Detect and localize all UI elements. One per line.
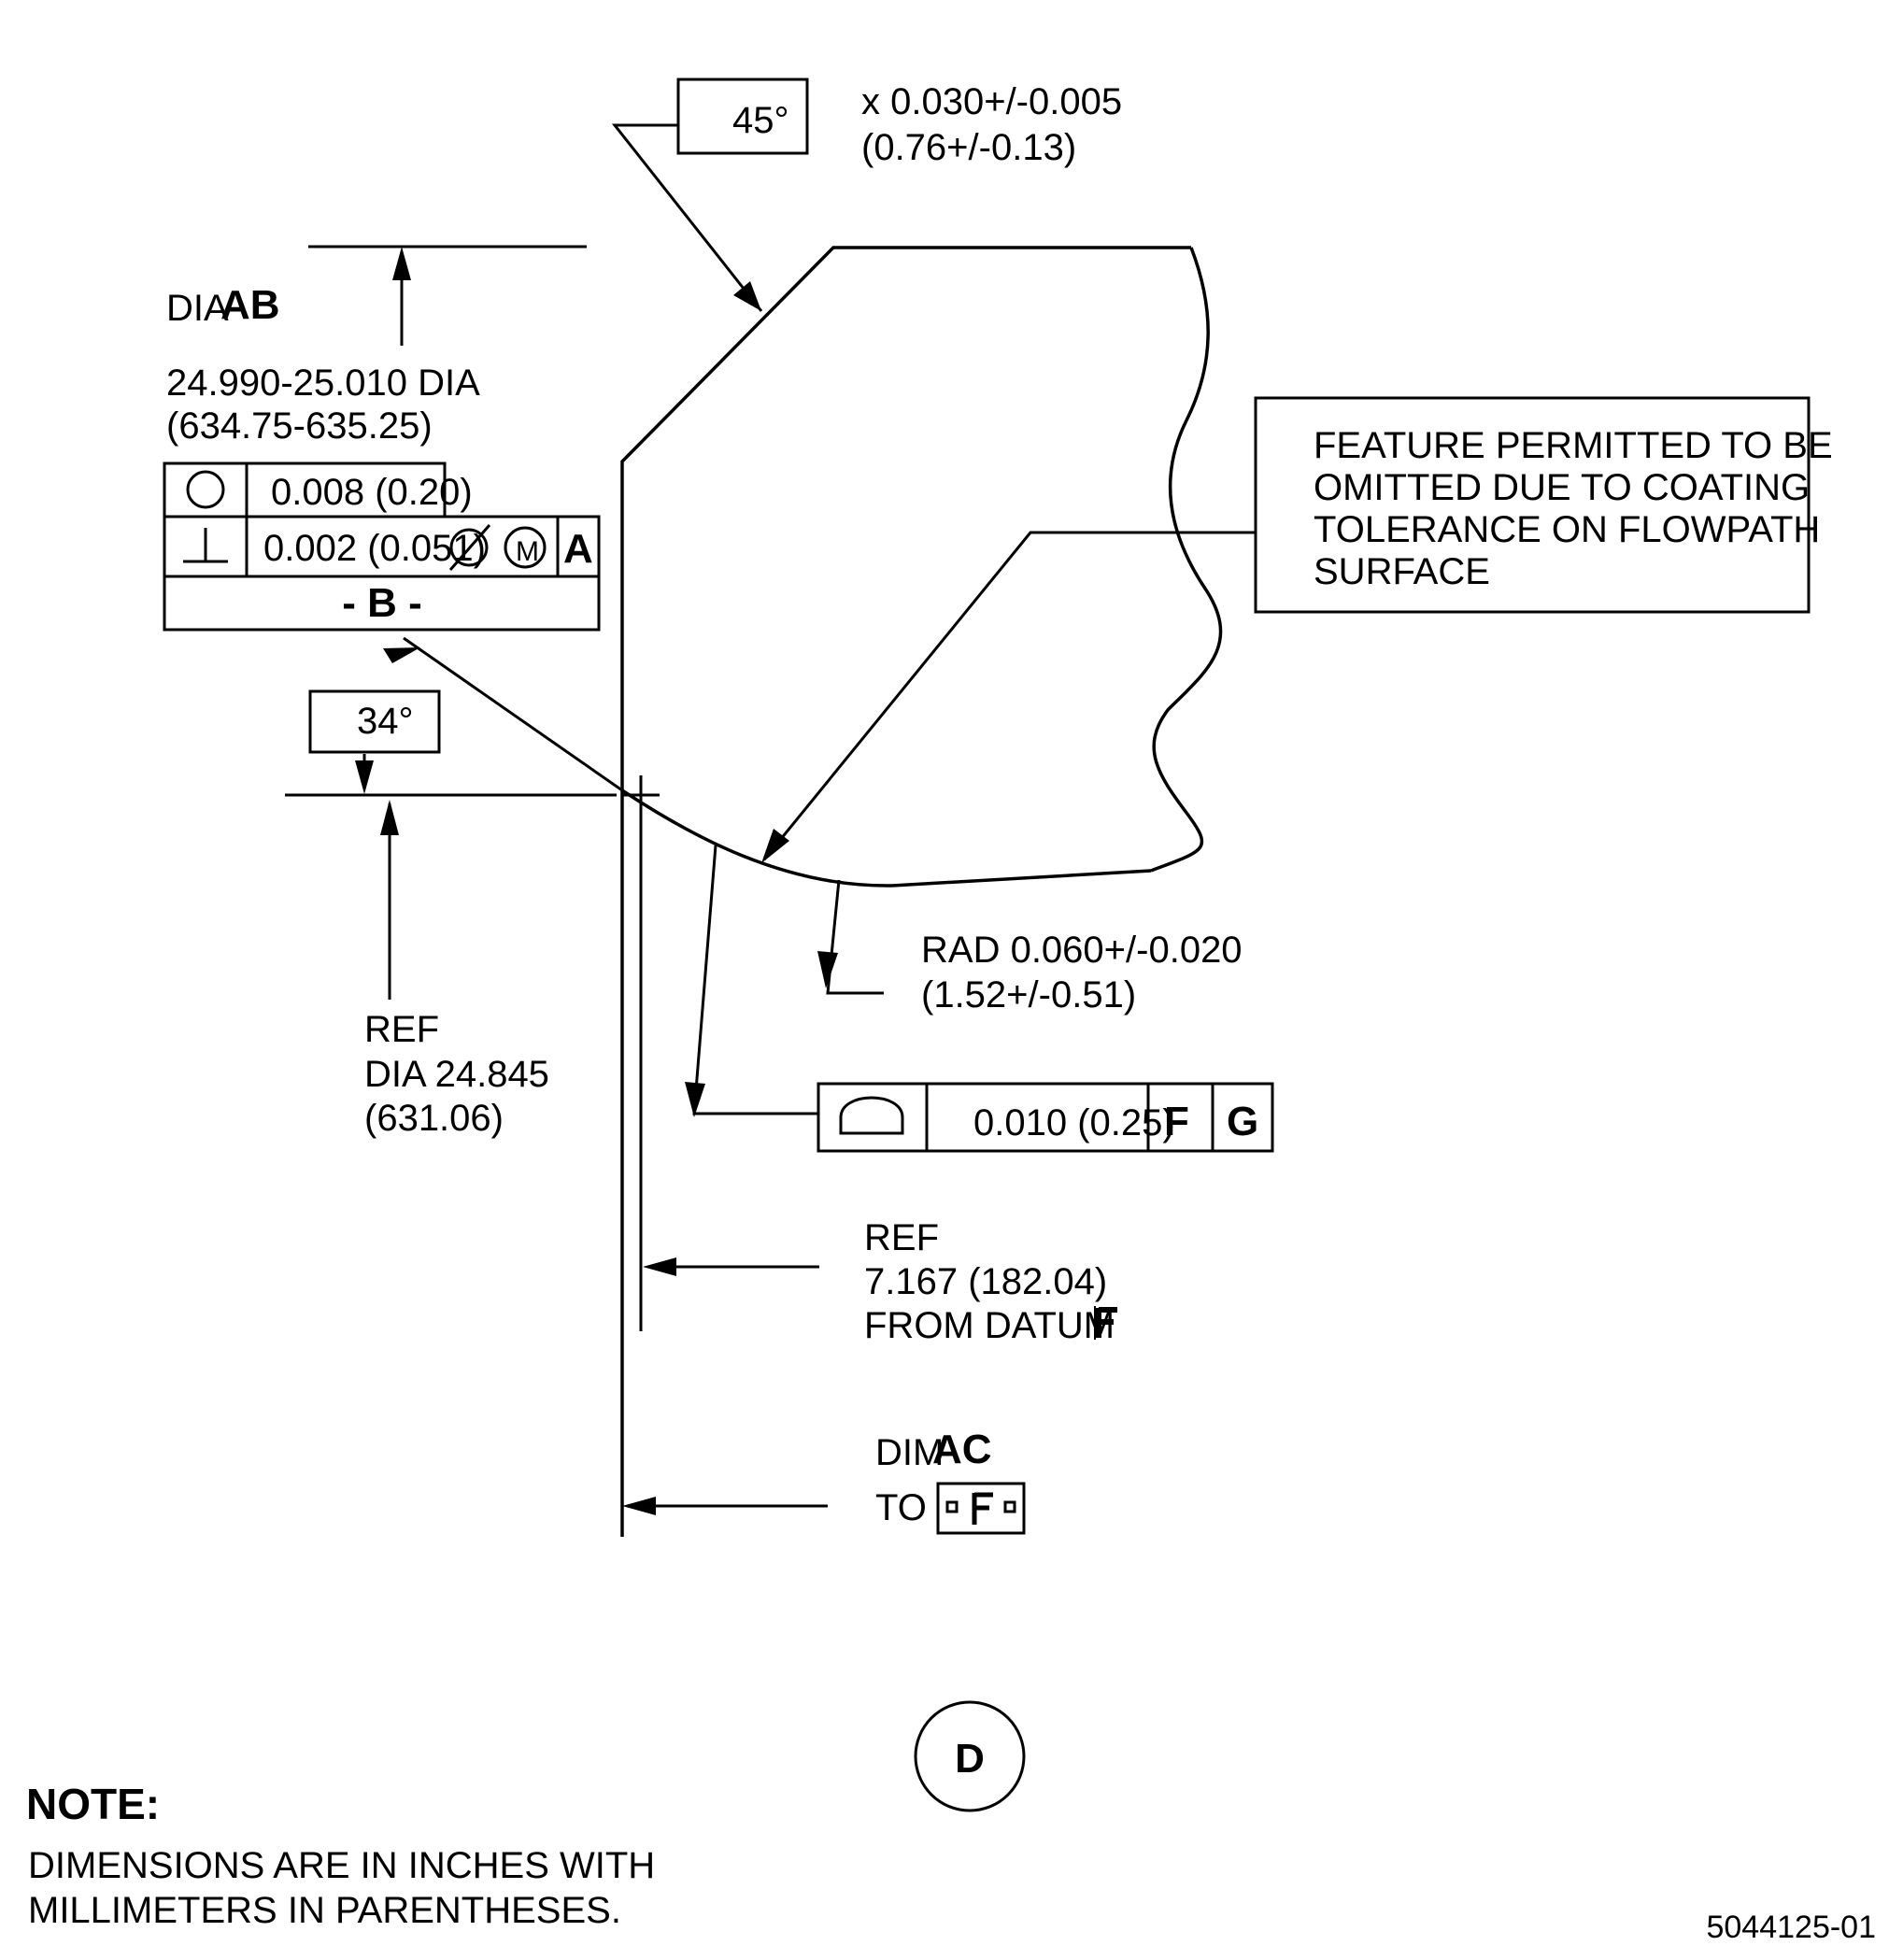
feature-note-box [1254, 396, 1811, 614]
feature-note-arrowhead [761, 829, 789, 863]
feature-note-callout: FEATURE PERMITTED TO BE OMITTED DUE TO C… [761, 396, 1833, 863]
radius-line1: RAD 0.060+/-0.020 [921, 930, 1243, 971]
datum-b-label: - B - [342, 580, 422, 626]
datum-f-symbol-icon [1094, 1306, 1117, 1340]
radius-line2: (1.52+/-0.51) [921, 974, 1136, 1016]
part-outline [620, 246, 1223, 1537]
dim-ac-arrowhead [622, 1497, 656, 1515]
datum-b-arrowhead [383, 647, 420, 663]
dia-ab-arrowhead [392, 247, 411, 280]
feature-note-line4: SURFACE [1314, 551, 1490, 592]
break-line [1150, 247, 1223, 873]
chamfer-arrowhead [733, 281, 761, 311]
figure-id: 5044125-01 [1706, 1910, 1876, 1945]
datum-f-frame-icon [936, 1482, 1026, 1535]
ref-distance-callout: REF 7.167 (182.04) FROM DATUM [643, 1217, 1117, 1346]
ref-distance-line2: 7.167 (182.04) [864, 1261, 1107, 1302]
perpendicularity-icon [183, 528, 228, 563]
radius-arrowhead [817, 951, 838, 988]
dia-ab-metric: (634.75-635.25) [166, 405, 433, 447]
feature-note-line2: OMITTED DUE TO COATING [1314, 467, 1810, 508]
max-material-modifier: M [516, 536, 539, 567]
ref-dia-line2: DIA 24.845 [364, 1054, 549, 1095]
profile-arrowhead [685, 1082, 705, 1117]
ref-distance-line1: REF [864, 1217, 939, 1258]
note-line1: DIMENSIONS ARE IN INCHES WITH [28, 1845, 655, 1886]
feature-note-line3: TOLERANCE ON FLOWPATH [1314, 509, 1820, 550]
note-heading: NOTE: [26, 1780, 160, 1828]
part-bottom-edge [891, 869, 1152, 888]
part-left-edge [620, 246, 1191, 1537]
radius-callout: RAD 0.060+/-0.020 (1.52+/-0.51) [817, 879, 1243, 1016]
chamfer-dim-line2: (0.76+/-0.13) [861, 127, 1076, 168]
view-label: D [914, 1700, 1026, 1812]
dim-ac-code: AC [932, 1427, 992, 1472]
dia-ab-value: 24.990-25.010 DIA [166, 362, 480, 404]
angle-34-box [308, 689, 441, 754]
dia-ab-code: AB [220, 282, 280, 328]
angle-34-text: 34° [357, 701, 414, 742]
dia-ab-prefix: DIA [166, 288, 229, 329]
diameter-symbol-icon [448, 524, 491, 571]
circularity-value: 0.008 (0.20) [271, 472, 473, 513]
profile-datum-g: G [1227, 1099, 1258, 1144]
profile-value: 0.010 (0.25) [973, 1102, 1175, 1143]
ref-distance-line3: FROM DATUM [864, 1305, 1115, 1346]
note-line2: MILLIMETERS IN PARENTHESES. [28, 1890, 621, 1931]
dim-ac-to: TO [875, 1487, 927, 1528]
intersection-mark [622, 775, 660, 1331]
circularity-icon [186, 470, 225, 509]
ref-dia-arrowhead [380, 800, 399, 835]
general-note: NOTE: DIMENSIONS ARE IN INCHES WITH MILL… [26, 1780, 655, 1931]
chamfer-angle-box [676, 78, 809, 155]
angle-34-callout: 34° [285, 689, 617, 797]
view-circle [914, 1700, 1026, 1812]
fillet-curve [621, 788, 893, 888]
ref-distance-arrowhead [643, 1257, 676, 1276]
chamfer-angle-text: 45° [732, 100, 789, 141]
datum-ref-a: A [563, 526, 593, 572]
diameter-ab-callout: DIA AB 24.990-25.010 DIA (634.75-635.25) [166, 245, 587, 447]
feature-note-line1: FEATURE PERMITTED TO BE [1314, 425, 1833, 466]
fcf-datum-b: 0.008 (0.20) 0.002 (0.051) M A - B - [163, 462, 623, 792]
profile-fcf: 0.010 (0.25) F G [685, 845, 1274, 1153]
ref-dia-callout: REF DIA 24.845 (631.06) [364, 800, 549, 1139]
ref-dia-line1: REF [364, 1009, 439, 1050]
max-material-icon [504, 526, 547, 569]
profile-datum-f: F [1164, 1099, 1189, 1144]
chamfer-callout: 45° x 0.030+/-0.005 (0.76+/-0.13) [611, 78, 1122, 312]
datum-b-box [163, 575, 601, 632]
ref-dia-line3: (631.06) [364, 1098, 504, 1139]
angle-34-arrowhead [355, 760, 374, 794]
dim-ac-prefix: DIM [875, 1432, 944, 1473]
perpendicularity-value: 0.002 (0.051) [263, 528, 486, 569]
dim-ac-callout: DIM AC TO [622, 1427, 1026, 1535]
view-letter: D [955, 1736, 985, 1782]
profile-surface-icon [839, 1096, 904, 1135]
chamfer-dim-line1: x 0.030+/-0.005 [861, 81, 1122, 122]
